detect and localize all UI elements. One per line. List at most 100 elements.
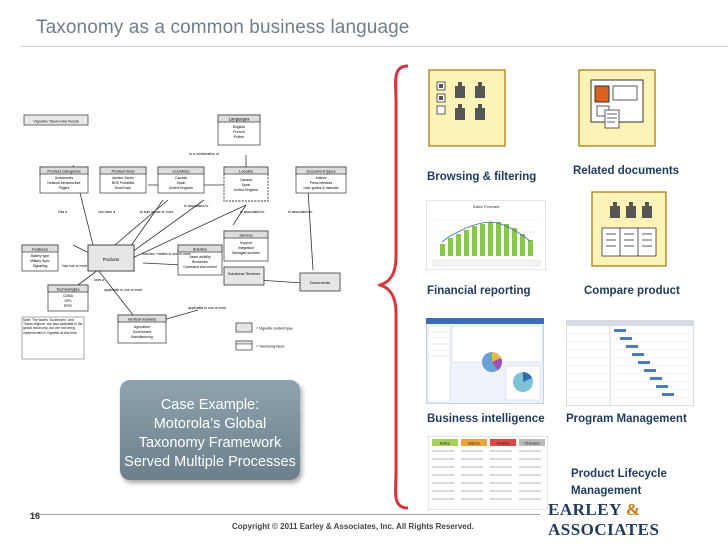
rel-has-a: Has a xyxy=(58,210,67,214)
svg-text:Solution: Solution xyxy=(193,247,207,252)
facet-product-categories: Product categories Accessories Network i… xyxy=(39,166,89,194)
svg-text:Canada: Canada xyxy=(240,178,252,182)
callout-line-1: Case Example: xyxy=(160,397,260,413)
spreadsheet-icon: Sales Forecast xyxy=(426,200,546,270)
rel-combination: Is a combination of xyxy=(189,152,218,156)
svg-text:Spain: Spain xyxy=(242,183,251,187)
grid-of-robots-icon xyxy=(428,69,506,147)
case-example-text: Case Example: Motorola’s Global Taxonomy… xyxy=(120,396,300,472)
rel-sold-in: Is sold in one or more xyxy=(140,210,174,214)
curly-brace xyxy=(378,64,409,510)
facet-locales: Locales Canada Spain United Kingdom xyxy=(223,166,269,202)
svg-text:Canada: Canada xyxy=(175,176,187,180)
svg-text:Managed services: Managed services xyxy=(232,251,260,255)
facet-languages: Languages English French Polish xyxy=(217,114,261,146)
svg-text:Technologies: Technologies xyxy=(56,287,79,292)
svg-text:Asset visibility: Asset visibility xyxy=(189,255,210,259)
facet-features: Features Battery type Military Spec Sign… xyxy=(21,244,59,272)
plm-header-active: Active xyxy=(440,442,450,446)
svg-text:Integration: Integration xyxy=(238,246,254,250)
svg-text:Advisor Series: Advisor Series xyxy=(112,176,134,180)
rel-uses: uses a xyxy=(94,278,104,282)
svg-text:Battery type: Battery type xyxy=(31,254,49,258)
svg-text:Polish: Polish xyxy=(234,135,244,139)
svg-text:Spain: Spain xyxy=(177,181,186,185)
svg-text:Network infrastructure: Network infrastructure xyxy=(47,181,80,185)
case-example-callout xyxy=(120,380,300,480)
svg-text:Press releases: Press releases xyxy=(310,181,333,185)
svg-text:Locales: Locales xyxy=(239,169,253,174)
svg-text:Biometrics: Biometrics xyxy=(192,260,208,264)
svg-text:= Taxonomy facet: = Taxonomy facet xyxy=(256,345,284,349)
svg-text:Manufacturing: Manufacturing xyxy=(131,335,153,339)
facet-solutions-services: Solutions/ Services xyxy=(223,266,265,286)
svg-text:Features: Features xyxy=(32,247,48,252)
label-browsing-filtering: Browsing & filtering xyxy=(427,171,537,183)
label-program-management: Program Management xyxy=(566,413,687,425)
svg-text:United Kingdom: United Kingdom xyxy=(169,186,193,190)
rel-associated-3: Is associated to xyxy=(288,210,312,214)
svg-text:Solutions/ Services: Solutions/ Services xyxy=(228,272,260,276)
facet-document-types: Document types Articles Press releases U… xyxy=(295,166,347,194)
facet-service: Service Support Integration Managed serv… xyxy=(223,230,269,262)
svg-text:Vertical markets: Vertical markets xyxy=(128,317,156,322)
label-related-documents: Related documents xyxy=(573,165,680,177)
gantt-chart-screenshot xyxy=(566,320,694,406)
facet-product-lines: Product lines Advisor Series BOS Portabl… xyxy=(99,166,147,194)
svg-text:Government: Government xyxy=(133,330,152,334)
svg-text:Military Spec: Military Spec xyxy=(30,259,50,263)
svg-text:French: French xyxy=(233,130,245,134)
diagram-note: Note: The facets "Audiences" and "Sales … xyxy=(21,316,85,360)
facet-technologies: Technologies CDMA GPS RFID xyxy=(47,284,89,312)
svg-text:Document types: Document types xyxy=(307,169,336,174)
svg-text:Product categories: Product categories xyxy=(47,169,80,174)
svg-text:Languages: Languages xyxy=(229,117,250,122)
plm-header-mature: Mature xyxy=(468,442,480,446)
rel-associated-1: Is associated to xyxy=(184,204,208,208)
svg-text:Accessories: Accessories xyxy=(55,176,74,180)
label-compare-product: Compare product xyxy=(584,285,680,297)
business-intelligence-screenshot xyxy=(426,318,544,404)
taxonomy-diagram: Vignette Taxonomy facets Languages Engli… xyxy=(21,114,347,360)
svg-text:= Vignette content type: = Vignette content type xyxy=(256,327,293,331)
plm-header-obsolete: Obsolete xyxy=(524,442,539,446)
svg-text:MotoTrack: MotoTrack xyxy=(115,186,131,190)
footer-divider xyxy=(30,514,540,515)
facet-countries: Countries Canada Spain United Kingdom xyxy=(157,166,205,194)
copyright-notice: Copyright © 2011 Earley & Associates, In… xyxy=(232,522,474,531)
svg-text:Articles: Articles xyxy=(315,176,326,180)
page-number: 16 xyxy=(30,511,41,521)
diagram-header: Vignette Taxonomy facets xyxy=(33,119,79,124)
svg-text:BOS Portables: BOS Portables xyxy=(112,181,135,185)
lifecycle-table-screenshot: Active Mature Retired Obsolete xyxy=(428,436,548,510)
svg-text:Documents: Documents xyxy=(310,280,330,285)
callout-line-4: Served Multiple Processes xyxy=(124,454,296,470)
label-business-intelligence: Business intelligence xyxy=(427,413,545,425)
svg-text:Countries: Countries xyxy=(172,169,189,174)
label-product-lifecycle: Product Lifecycle Management xyxy=(571,468,667,497)
svg-text:Support: Support xyxy=(240,241,252,245)
report-title: Sales Forecast xyxy=(473,204,501,209)
document-layout-icon xyxy=(578,69,656,147)
company-logo: EARLEY & ASSOCIATES xyxy=(548,500,660,539)
rel-can-have: can have a xyxy=(98,210,115,214)
diagram-legend: = Vignette content type = Taxonomy facet xyxy=(235,322,293,351)
label-financial-reporting: Financial reporting xyxy=(427,285,531,297)
svg-text:GPS: GPS xyxy=(64,299,72,303)
svg-text:Command and control: Command and control xyxy=(183,265,217,269)
svg-text:Signalling: Signalling xyxy=(33,264,48,268)
svg-text:User guides & manuals: User guides & manuals xyxy=(303,186,338,190)
svg-text:Product lines: Product lines xyxy=(111,169,134,174)
svg-text:Products: Products xyxy=(103,257,120,262)
callout-line-3: Taxonomy Framework xyxy=(138,435,282,451)
facet-documents: Documents xyxy=(299,272,341,292)
plm-header-retired: Retired xyxy=(497,442,509,446)
rel-applicable-1: applicable to one or more xyxy=(104,288,142,292)
rel-includes: Includes / relates to one or more xyxy=(142,252,191,256)
title-divider xyxy=(20,46,728,47)
facet-vertical-markets: Vertical markets Agriculture Government … xyxy=(117,314,167,344)
callout-line-2: Motorola’s Global xyxy=(153,416,267,432)
svg-text:Agriculture: Agriculture xyxy=(134,325,150,329)
rel-applicable-2: applicable to one or more xyxy=(188,306,226,310)
svg-text:RFID: RFID xyxy=(64,304,72,308)
